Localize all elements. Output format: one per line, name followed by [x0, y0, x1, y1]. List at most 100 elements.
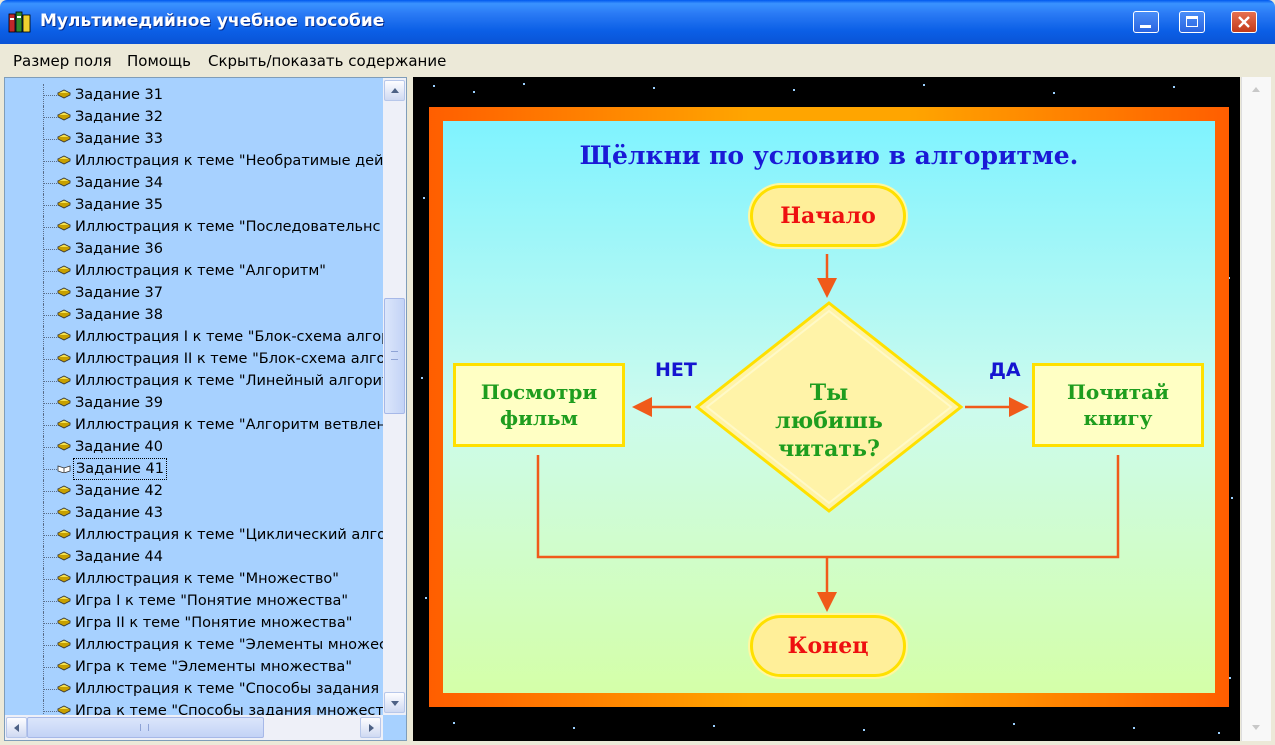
- tree-item[interactable]: Задание 43: [5, 502, 383, 524]
- scroll-left-button[interactable]: [6, 717, 27, 738]
- menu-help[interactable]: Помощь: [127, 52, 191, 70]
- tree-item[interactable]: Игра II к теме "Понятие множества": [5, 612, 383, 634]
- tree-item[interactable]: Игра I к теме "Понятие множества": [5, 590, 383, 612]
- star-dot: [1228, 277, 1230, 279]
- tree-item-label: Задание 31: [75, 87, 163, 103]
- tree-item[interactable]: Задание 32: [5, 106, 383, 128]
- tree-item[interactable]: Задание 40: [5, 436, 383, 458]
- tree-connector-line: [43, 139, 57, 140]
- scroll-up-button[interactable]: [384, 80, 405, 101]
- tree-item[interactable]: Иллюстрация к теме "Линейный алгорит: [5, 370, 390, 392]
- horizontal-scroll-thumb[interactable]: [27, 717, 264, 738]
- slide-title: Щёлкни по условию в алгоритме.: [579, 141, 1079, 170]
- tree-item[interactable]: Задание 42: [5, 480, 383, 502]
- star-dot: [523, 83, 525, 85]
- condition-diamond[interactable]: [694, 301, 964, 513]
- condition-text[interactable]: Ты любишь читать?: [727, 379, 931, 463]
- closed-book-icon: [57, 375, 71, 385]
- tree-item[interactable]: Задание 34: [5, 172, 383, 194]
- close-button[interactable]: [1231, 11, 1257, 33]
- vertical-scroll-thumb[interactable]: [384, 298, 405, 414]
- tree-item[interactable]: Задание 35: [5, 194, 383, 216]
- read-book-label: Почитай книгу: [1067, 380, 1169, 430]
- vertical-scrollbar[interactable]: [383, 78, 406, 715]
- tree-item[interactable]: Иллюстрация к теме "Алгоритм": [5, 260, 383, 282]
- condition-label: Ты любишь читать?: [775, 380, 883, 462]
- tree-item[interactable]: Задание 38: [5, 304, 383, 326]
- tree-item[interactable]: Иллюстрация II к теме "Блок-схема алго: [5, 348, 385, 370]
- minimize-button[interactable]: [1133, 11, 1159, 33]
- tree-item-label: Задание 34: [75, 175, 163, 191]
- grip-icon: [391, 351, 398, 360]
- start-node[interactable]: Начало: [750, 185, 906, 247]
- tree-item[interactable]: Задание 37: [5, 282, 383, 304]
- scroll-down-arrow-icon[interactable]: [1252, 725, 1260, 730]
- tree-item[interactable]: Иллюстрация к теме "Последовательнс: [5, 216, 383, 238]
- tree-item-label: Иллюстрация к теме "Циклический алго: [75, 527, 387, 543]
- star-dot: [1231, 497, 1233, 499]
- yes-branch-label: ДА: [989, 359, 1021, 381]
- maximize-button[interactable]: [1179, 11, 1205, 33]
- tree-connector-line: [43, 205, 57, 206]
- closed-book-icon: [57, 595, 71, 605]
- content-vertical-scrollbar[interactable]: [1241, 77, 1271, 741]
- tree-item[interactable]: Иллюстрация к теме "Циклический алго: [5, 524, 387, 546]
- tree-connector-line: [43, 315, 57, 316]
- tree-item[interactable]: Иллюстрация к теме "Необратимые дей: [5, 150, 383, 172]
- tree-item[interactable]: Задание 41: [5, 458, 383, 480]
- watch-movie-node[interactable]: Посмотри фильм: [453, 363, 625, 447]
- tree-item[interactable]: Задание 31: [5, 84, 383, 106]
- scroll-right-button[interactable]: [360, 717, 381, 738]
- arrow-right-icon: [369, 724, 374, 732]
- maximize-icon: [1186, 16, 1198, 27]
- menu-toggle-contents[interactable]: Скрыть/показать содержание: [208, 52, 447, 70]
- title-bar[interactable]: Мультимедийное учебное пособие: [0, 0, 1275, 44]
- tree-connector-line: [43, 623, 57, 624]
- scroll-down-button[interactable]: [384, 692, 405, 713]
- tree-item[interactable]: Задание 39: [5, 392, 383, 414]
- horizontal-scrollbar[interactable]: [5, 715, 383, 740]
- star-dot: [793, 89, 795, 91]
- scroll-up-arrow-icon[interactable]: [1252, 87, 1260, 92]
- tree-item[interactable]: Игра к теме "Элементы множества": [5, 656, 383, 678]
- tree-item[interactable]: Задание 36: [5, 238, 383, 260]
- star-dot: [573, 727, 575, 729]
- tree-connector-line: [43, 381, 57, 382]
- content-area: Щёлкни по условию в алгоритме.: [413, 77, 1240, 741]
- tree-item-label: Иллюстрация к теме "Последовательнс: [75, 219, 381, 235]
- tree-item-label: Игра к теме "Элементы множества": [75, 659, 352, 675]
- tree-item[interactable]: Иллюстрация к теме "Элементы множес: [5, 634, 387, 656]
- tree-item-label: Задание 39: [75, 395, 163, 411]
- end-node[interactable]: Конец: [750, 615, 906, 677]
- closed-book-icon: [57, 639, 71, 649]
- grip-icon: [140, 724, 149, 731]
- tree-item[interactable]: Иллюстрация к теме "Множество": [5, 568, 383, 590]
- tree-item[interactable]: Иллюстрация к теме "Алгоритм ветвлен: [5, 414, 386, 436]
- menu-bar: Размер поля Помощь Скрыть/показать содер…: [0, 44, 1275, 74]
- tree-connector-line: [43, 447, 57, 448]
- star-dot: [453, 722, 455, 724]
- tree-connector-line: [43, 689, 57, 690]
- closed-book-icon: [57, 177, 71, 187]
- closed-book-icon: [57, 243, 71, 253]
- tree-item[interactable]: Иллюстрация I к теме "Блок-схема алгор: [5, 326, 390, 348]
- tree-item-label: Игра I к теме "Понятие множества": [75, 593, 349, 609]
- arrow-up-icon: [391, 88, 399, 93]
- read-book-node[interactable]: Почитай книгу: [1032, 363, 1204, 447]
- tree-item[interactable]: Иллюстрация к теме "Способы задания: [5, 678, 383, 700]
- tree-connector-line: [43, 711, 57, 712]
- tree-connector-line: [43, 601, 57, 602]
- closed-book-icon: [57, 353, 71, 363]
- tree-item-label: Игра II к теме "Понятие множества": [75, 615, 353, 631]
- menu-field-size[interactable]: Размер поля: [13, 52, 112, 70]
- tree-item[interactable]: Задание 33: [5, 128, 383, 150]
- flowchart-slide: Щёлкни по условию в алгоритме.: [443, 121, 1215, 693]
- books-app-icon: [8, 11, 31, 33]
- tree-item[interactable]: Задание 44: [5, 546, 383, 568]
- tree-item-label: Задание 43: [75, 505, 163, 521]
- star-dot: [423, 197, 425, 199]
- tree-item-label: Иллюстрация к теме "Множество": [75, 571, 339, 587]
